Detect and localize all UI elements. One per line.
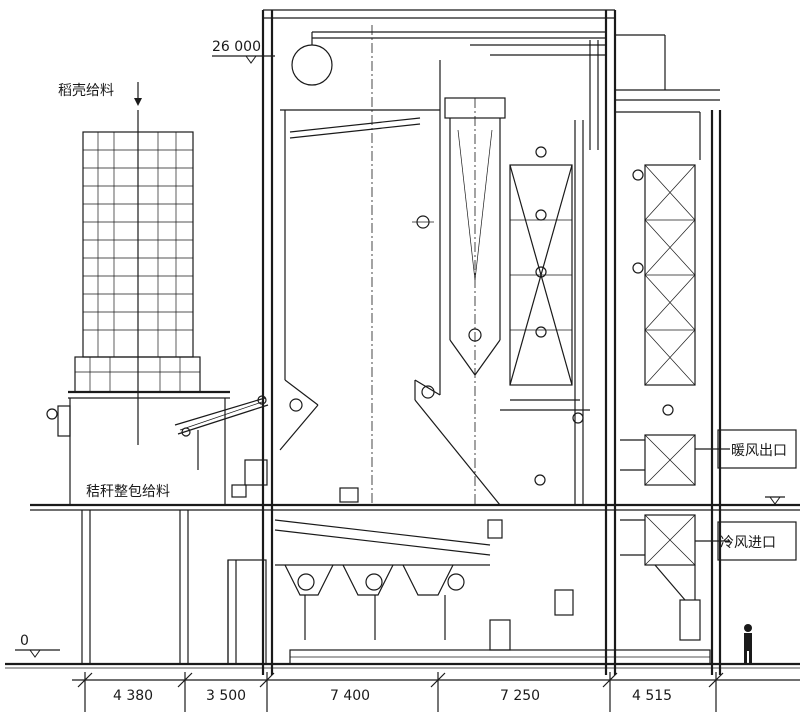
dimension-label: 7 400 <box>330 688 370 704</box>
header-pipes <box>470 34 720 160</box>
warm-air-outlet <box>695 429 797 469</box>
straw-bale-conveyor <box>174 395 269 498</box>
furnace-chamber <box>279 25 501 506</box>
main-frame-columns <box>261 9 722 675</box>
dimension-label: 7 250 <box>500 688 540 704</box>
air-preheater <box>620 164 701 641</box>
dimension-line <box>72 672 800 712</box>
dimension-label: 4 380 <box>113 688 153 704</box>
ash-hoppers <box>274 519 574 651</box>
feed-arrow-icon <box>134 82 142 106</box>
elevation-top-label: 26 000 <box>212 39 261 55</box>
dimension-label: 3 500 <box>206 688 246 704</box>
cyclone-separator <box>444 97 506 505</box>
person-figure-icon <box>744 624 752 664</box>
convection-tube-bank <box>500 120 590 505</box>
base-platform <box>289 649 711 665</box>
rice-husk-silo <box>46 110 230 505</box>
elevation-marker-ground <box>15 649 60 658</box>
rice-husk-feed-label: 稻壳给料 <box>58 82 114 99</box>
cold-air-inlet-label: 冷风进口 <box>720 535 776 551</box>
operating-floor-line <box>30 496 800 511</box>
elevation-marker-top <box>212 55 275 64</box>
floor-support-columns <box>81 510 267 665</box>
cold-air-inlet <box>695 521 797 561</box>
steam-drum <box>291 31 605 86</box>
straw-bale-feed-label: 秸秆整包给料 <box>86 484 170 500</box>
elevation-ground-label: 0 <box>20 633 29 649</box>
dimension-label: 4 515 <box>632 688 672 704</box>
warm-air-outlet-label: 暖风出口 <box>731 443 787 459</box>
